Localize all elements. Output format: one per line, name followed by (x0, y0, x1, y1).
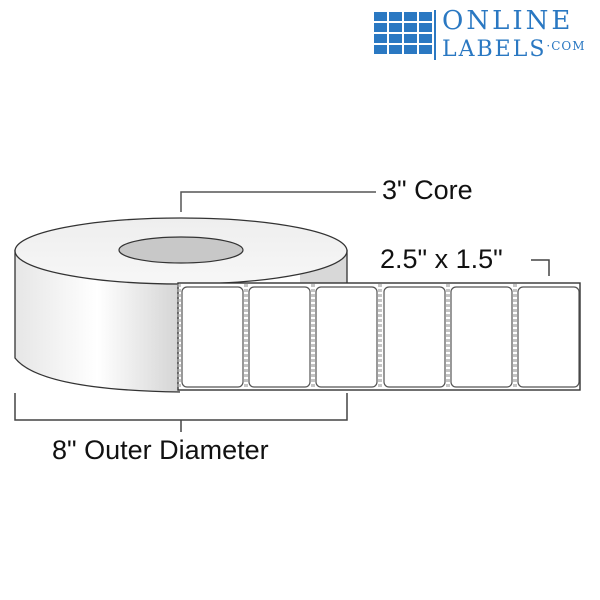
outer-diameter-dimension-line (14, 393, 348, 421)
label-5 (450, 286, 513, 388)
logo-grid-icon (374, 12, 432, 54)
online-labels-logo: ONLINE LABELS·COM (374, 8, 594, 64)
logo-text-labels: LABELS·COM (442, 34, 586, 62)
label-1 (181, 286, 244, 388)
label-4 (383, 286, 446, 388)
label-6 (517, 286, 580, 388)
roll-side (15, 250, 180, 392)
core-dimension-line (180, 191, 376, 212)
label-3 (315, 286, 378, 388)
logo-text-online: ONLINE (442, 6, 574, 36)
logo-text-dotcom: ·COM (546, 39, 586, 53)
logo-text-labels-word: LABELS (442, 37, 547, 62)
label-2 (248, 286, 311, 388)
roll-core (118, 236, 244, 264)
label-size-dimension-line (531, 259, 550, 276)
logo-divider (434, 10, 436, 60)
core-label: 3" Core (382, 175, 473, 205)
outer-diameter-label: 8" Outer Diameter (52, 435, 269, 465)
label-strip (177, 282, 581, 391)
label-size-label: 2.5" x 1.5" (380, 244, 503, 274)
